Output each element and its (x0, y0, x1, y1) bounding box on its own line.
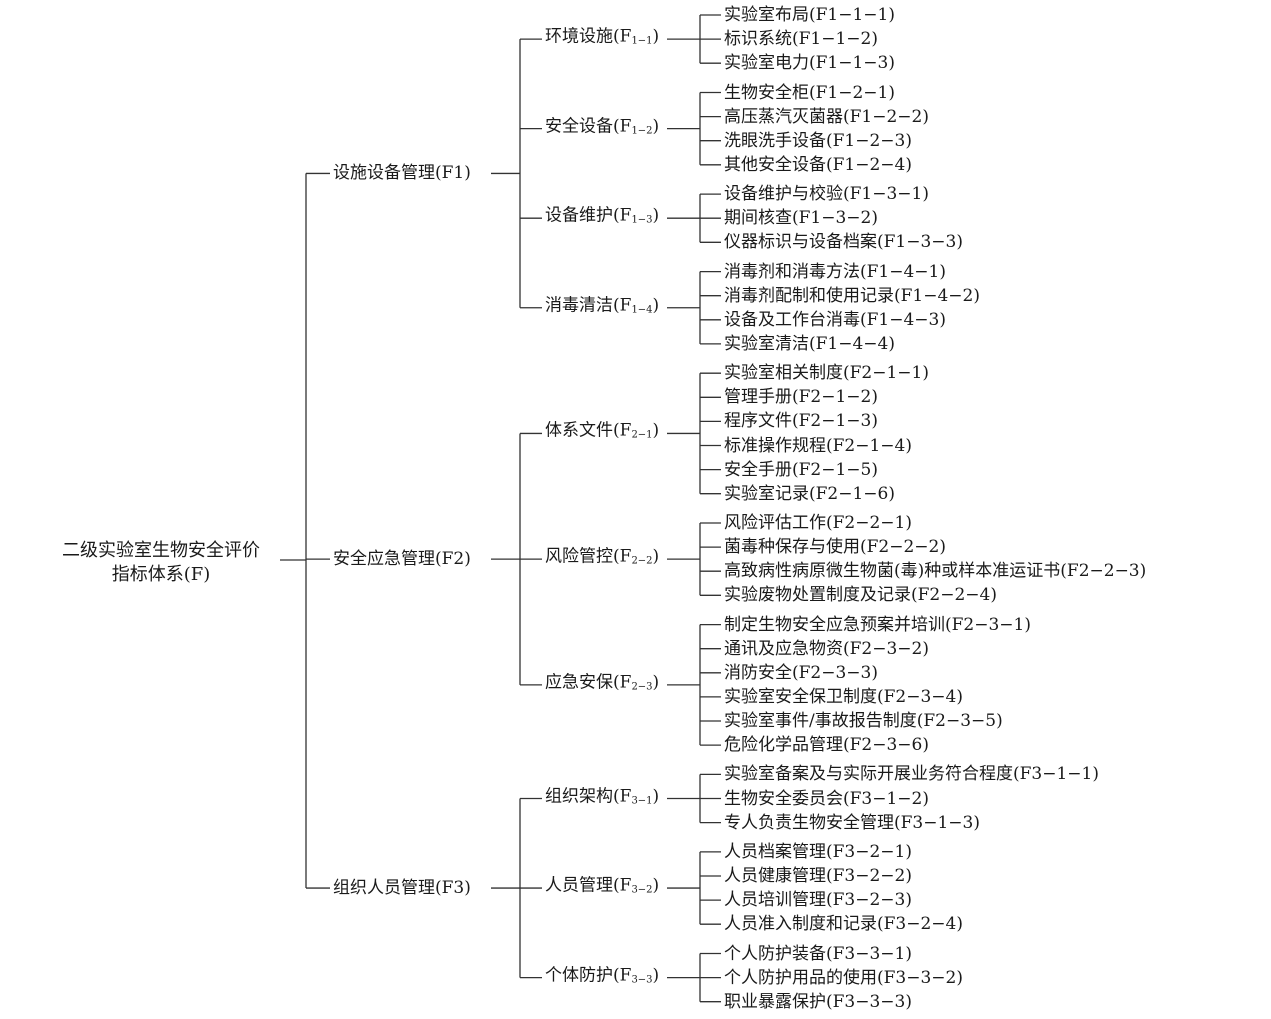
sub-category-name: 安全设备 (545, 116, 613, 137)
sub-category-code-suffix: ) (652, 875, 660, 896)
sub-category-code-suffix: ) (652, 205, 660, 226)
sub-category-code-subscript: 3−1 (631, 795, 653, 806)
sub-category-code-subscript: 3−3 (631, 974, 653, 986)
indicator-item: 人员准入制度和记录(F3−2−4) (724, 914, 963, 935)
sub-category-name: 个体防护 (545, 965, 613, 986)
sub-category-code-prefix: (F (613, 965, 632, 986)
indicator-item: 洗眼洗手设备(F1−2−3) (724, 130, 912, 151)
indicator-item: 实验室安全保卫制度(F2−3−4) (724, 686, 963, 707)
indicator-item: 高致病性病原微生物菌(毒)种或样本准运证书(F2−2−3) (724, 561, 1147, 582)
sub-category-name: 组织架构 (545, 786, 613, 806)
indicator-item: 标准操作规程(F2−1−4) (724, 435, 912, 456)
root-label-line1: 二级实验室生物安全评价 (62, 540, 260, 561)
indicator-item: 实验室相关制度(F2−1−1) (724, 363, 929, 384)
indicator-item: 菌毒种保存与使用(F2−2−2) (724, 537, 946, 558)
sub-category-code-prefix: (F (613, 420, 632, 441)
sub-category-code-subscript: 2−3 (631, 681, 653, 693)
indicator-item: 人员健康管理(F3−2−2) (724, 866, 912, 886)
indicator-item: 实验室备案及与实际开展业务符合程度(F3−1−1) (724, 764, 1099, 785)
indicator-item: 消毒剂配制和使用记录(F1−4−2) (724, 285, 980, 306)
indicator-item: 实验室电力(F1−1−3) (724, 53, 895, 74)
sub-category-name: 设备维护 (545, 205, 613, 226)
sub-category-code-subscript: 1−1 (631, 35, 653, 47)
indicator-item: 个人防护装备(F3−3−1) (724, 943, 912, 964)
sub-category-label: 安全设备(F1−2) (545, 116, 659, 141)
category-label: 设施设备管理(F1) (333, 163, 471, 184)
indicator-item: 消防安全(F2−3−3) (724, 662, 878, 683)
indicator-item: 专人负责生物安全管理(F3−1−3) (724, 812, 980, 833)
sub-category-code-prefix: (F (613, 26, 632, 47)
root-node: 二级实验室生物安全评价 指标体系(F) (62, 539, 260, 587)
indicator-item: 实验废物处置制度及记录(F2−2−4) (724, 585, 997, 606)
root-label-line2: 指标体系(F) (111, 564, 211, 585)
indicator-item: 危险化学品管理(F2−3−6) (724, 735, 929, 756)
indicator-item: 制定生物安全应急预案并培训(F2−3−1) (724, 614, 1031, 635)
indicator-item: 安全手册(F2−1−5) (724, 459, 878, 480)
sub-category-code-suffix: ) (652, 26, 660, 47)
sub-category-code-suffix: ) (652, 786, 660, 806)
sub-category-code-subscript: 1−3 (631, 214, 653, 226)
indicator-item: 人员档案管理(F3−2−1) (724, 841, 912, 862)
sub-category-code-subscript: 1−2 (631, 125, 653, 137)
indicator-item: 风险评估工作(F2−2−1) (724, 513, 912, 533)
indicator-item: 仪器标识与设备档案(F1−3−3) (724, 232, 963, 253)
sub-category-label: 体系文件(F2−1) (545, 421, 659, 446)
indicator-item: 实验室事件/事故报告制度(F2−3−5) (724, 711, 1003, 731)
indicator-item: 实验室记录(F2−1−6) (724, 483, 895, 504)
sub-category-name: 风险管控 (545, 546, 613, 567)
sub-category-code-prefix: (F (613, 546, 632, 567)
sub-category-label: 应急安保(F2−3) (545, 672, 659, 697)
sub-category-label: 消毒清洁(F1−4) (545, 295, 659, 320)
sub-category-code-prefix: (F (613, 205, 632, 226)
category-label: 组织人员管理(F3) (333, 878, 471, 899)
sub-category-code-subscript: 3−2 (631, 884, 653, 896)
sub-category-name: 体系文件 (545, 420, 613, 441)
indicator-item: 标识系统(F1−1−2) (724, 29, 878, 50)
sub-category-name: 人员管理 (545, 875, 613, 896)
sub-category-code-subscript: 2−1 (631, 429, 653, 441)
indicator-item: 生物安全委员会(F3−1−2) (724, 788, 929, 809)
sub-category-name: 环境设施 (545, 26, 613, 47)
sub-category-label: 环境设施(F1−1) (545, 27, 659, 52)
indicator-item: 期间核查(F1−3−2) (724, 208, 878, 229)
sub-category-label: 人员管理(F3−2) (545, 876, 659, 901)
sub-category-label: 组织架构(F3−1) (545, 786, 659, 811)
sub-category-label: 个体防护(F3−3) (545, 965, 659, 990)
indicator-item: 实验室布局(F1−1−1) (724, 5, 895, 25)
sub-category-code-subscript: 2−2 (631, 555, 653, 567)
sub-category-code-subscript: 1−4 (631, 304, 653, 316)
sub-category-code-prefix: (F (613, 875, 632, 896)
sub-category-code-prefix: (F (613, 786, 632, 806)
sub-category-name: 消毒清洁 (545, 295, 613, 316)
sub-category-code-suffix: ) (652, 546, 660, 567)
sub-category-code-suffix: ) (652, 116, 660, 137)
indicator-item: 职业暴露保护(F3−3−3) (724, 991, 912, 1012)
indicator-item: 设备维护与校验(F1−3−1) (724, 184, 929, 205)
sub-category-label: 风险管控(F2−2) (545, 547, 659, 572)
sub-category-name: 应急安保 (545, 672, 613, 693)
sub-category-label: 设备维护(F1−3) (545, 206, 659, 231)
sub-category-code-prefix: (F (613, 295, 632, 316)
category-label: 安全应急管理(F2) (333, 549, 471, 570)
indicator-item: 生物安全柜(F1−2−1) (724, 82, 895, 103)
sub-category-code-suffix: ) (652, 295, 660, 316)
indicator-item: 个人防护用品的使用(F3−3−2) (724, 967, 963, 988)
indicator-item: 人员培训管理(F3−2−3) (724, 890, 912, 911)
sub-category-code-prefix: (F (613, 672, 632, 693)
sub-category-code-suffix: ) (652, 965, 660, 986)
indicator-item: 高压蒸汽灭菌器(F1−2−2) (724, 106, 929, 127)
indicator-item: 其他安全设备(F1−2−4) (724, 154, 912, 175)
indicator-item: 消毒剂和消毒方法(F1−4−1) (724, 261, 946, 282)
indicator-item: 管理手册(F2−1−2) (724, 387, 878, 408)
sub-category-code-suffix: ) (652, 420, 660, 441)
indicator-item: 设备及工作台消毒(F1−4−3) (724, 309, 946, 330)
indicator-item: 实验室清洁(F1−4−4) (724, 333, 895, 354)
sub-category-code-suffix: ) (652, 672, 660, 693)
sub-category-code-prefix: (F (613, 116, 632, 137)
indicator-item: 程序文件(F2−1−3) (724, 411, 878, 432)
indicator-item: 通讯及应急物资(F2−3−2) (724, 638, 929, 659)
